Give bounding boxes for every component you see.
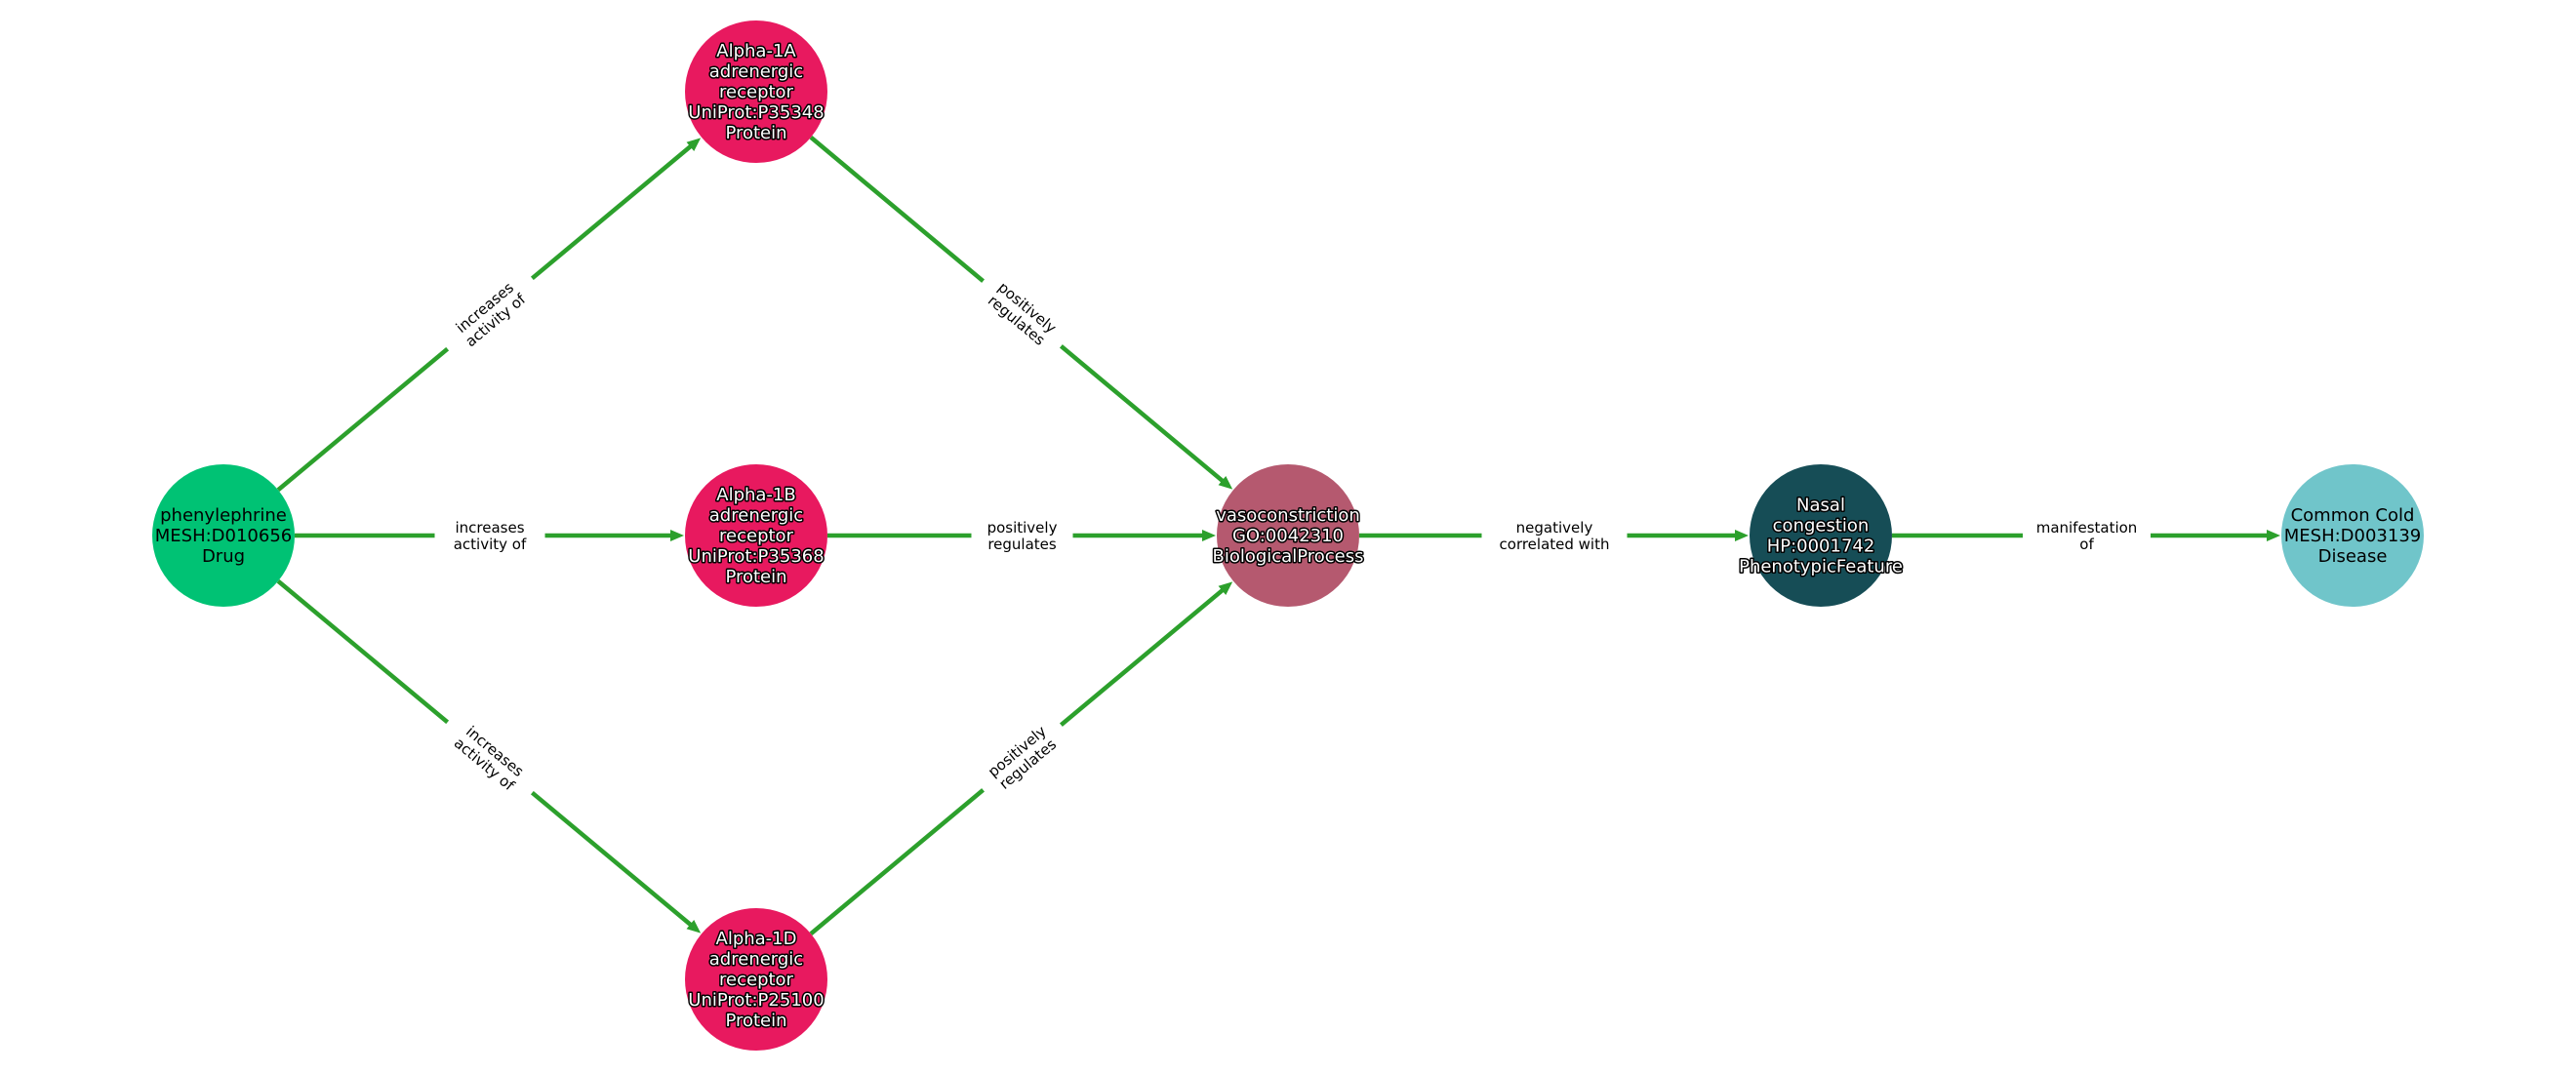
node-label-line: vasoconstriction bbox=[1216, 505, 1360, 526]
node-label-line: Nasal bbox=[1796, 496, 1845, 516]
edge-label-background bbox=[2023, 516, 2151, 555]
node-label-line: UniProt:P35368 bbox=[688, 546, 824, 567]
edge-label-line: activity of bbox=[454, 536, 527, 553]
node-label-line: Protein bbox=[725, 567, 786, 587]
arrowhead-icon bbox=[2267, 530, 2280, 541]
node-label-line: MESH:D010656 bbox=[155, 526, 293, 546]
arrowhead-icon bbox=[686, 920, 702, 934]
node-label-line: HP:0001742 bbox=[1767, 536, 1875, 557]
node-alpha1d[interactable]: Alpha-1DadrenergicreceptorUniProt:P25100… bbox=[685, 908, 827, 1051]
node-label-line: MESH:D003139 bbox=[2284, 526, 2422, 546]
node-alpha1b[interactable]: Alpha-1BadrenergicreceptorUniProt:P35368… bbox=[685, 464, 827, 607]
arrowhead-icon bbox=[1202, 530, 1216, 541]
edge-label-background bbox=[1481, 516, 1628, 555]
arrowhead-icon bbox=[686, 138, 702, 151]
edge-label-background bbox=[970, 709, 1074, 806]
edge-label-line: negatively bbox=[1516, 519, 1593, 536]
arrowhead-icon bbox=[1218, 475, 1233, 490]
node-label-line: adrenergic bbox=[709, 949, 803, 970]
edge-label-background bbox=[434, 706, 545, 809]
node-label-line: Alpha-1D bbox=[716, 929, 797, 949]
node-alpha1a[interactable]: Alpha-1AadrenergicreceptorUniProt:P35348… bbox=[685, 20, 827, 163]
node-label-line: GO:0042310 bbox=[1232, 526, 1344, 546]
node-label-line: receptor bbox=[719, 82, 794, 102]
node-label-line: Protein bbox=[725, 123, 786, 143]
node-label-line: BiologicalProcess bbox=[1212, 546, 1363, 567]
node-label-line: UniProt:P25100 bbox=[688, 990, 824, 1011]
edge-label-line: positively bbox=[987, 519, 1058, 536]
node-label-line: congestion bbox=[1773, 516, 1870, 536]
node-label-line: adrenergic bbox=[709, 505, 803, 526]
node-label-line: Disease bbox=[2318, 546, 2388, 567]
node-circle[interactable] bbox=[2281, 464, 2424, 607]
edge-label-background bbox=[434, 516, 545, 555]
nodes-layer: phenylephrineMESH:D010656DrugAlpha-1Aadr… bbox=[152, 20, 2424, 1051]
node-label-line: PhenotypicFeature bbox=[1739, 557, 1903, 577]
arrowhead-icon bbox=[1735, 530, 1749, 541]
edge-label-line: of bbox=[2079, 536, 2094, 553]
node-label-line: receptor bbox=[719, 970, 794, 990]
edge-label-line: increases bbox=[455, 519, 524, 536]
edge-label-background bbox=[971, 516, 1073, 555]
node-label-line: Alpha-1B bbox=[716, 485, 795, 505]
node-vasoconstriction[interactable]: vasoconstrictionGO:0042310BiologicalProc… bbox=[1211, 464, 1365, 607]
node-circle[interactable] bbox=[1750, 464, 1892, 607]
node-label-line: Protein bbox=[725, 1011, 786, 1031]
node-circle[interactable] bbox=[685, 464, 827, 607]
edge-label-line: correlated with bbox=[1500, 536, 1610, 553]
node-label-line: adrenergic bbox=[709, 61, 803, 82]
edge-label-background bbox=[970, 265, 1074, 362]
node-circle[interactable] bbox=[1217, 464, 1359, 607]
node-label-line: receptor bbox=[719, 526, 794, 546]
node-label-line: Drug bbox=[202, 546, 245, 567]
node-label-line: UniProt:P35348 bbox=[688, 102, 824, 123]
node-nasal[interactable]: NasalcongestionHP:0001742PhenotypicFeatu… bbox=[1738, 464, 1904, 607]
node-label-line: Common Cold bbox=[2291, 505, 2415, 526]
arrowhead-icon bbox=[1218, 581, 1233, 596]
node-circle[interactable] bbox=[152, 464, 295, 607]
edge-label-line: regulates bbox=[987, 536, 1057, 553]
node-circle[interactable] bbox=[685, 20, 827, 163]
edge-label-background bbox=[434, 262, 545, 365]
edge-label-line: manifestation bbox=[2036, 519, 2138, 536]
node-label-line: phenylephrine bbox=[160, 505, 287, 526]
node-circle[interactable] bbox=[685, 908, 827, 1051]
node-label-line: Alpha-1A bbox=[716, 41, 796, 61]
arrowhead-icon bbox=[670, 530, 684, 541]
